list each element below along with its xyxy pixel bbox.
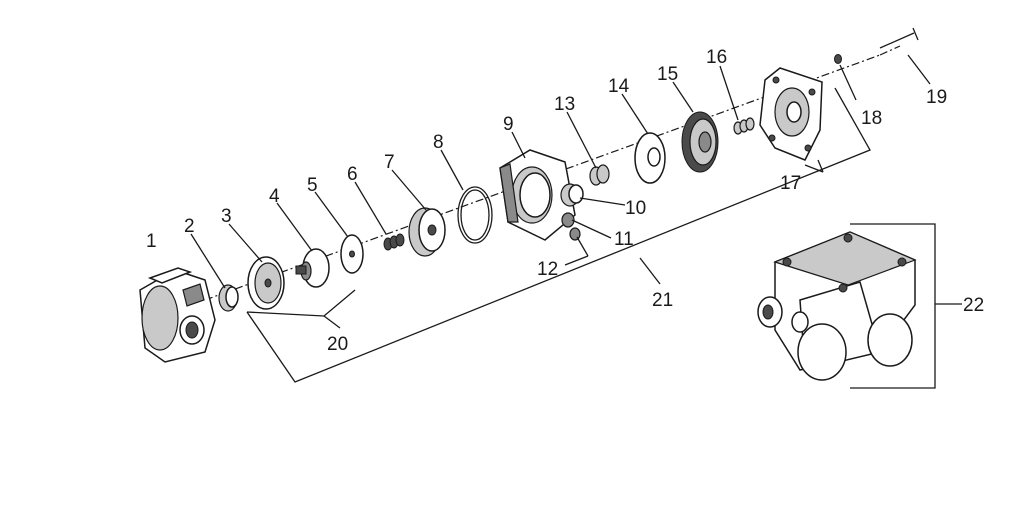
label-9: 9 bbox=[503, 114, 514, 135]
label-22: 22 bbox=[963, 295, 984, 316]
part-19-pin bbox=[879, 27, 919, 49]
label-6: 6 bbox=[347, 164, 358, 185]
label-20: 20 bbox=[327, 334, 348, 355]
label-13: 13 bbox=[554, 94, 575, 115]
label-14: 14 bbox=[608, 76, 630, 97]
part-18-washer bbox=[834, 54, 842, 64]
label-2: 2 bbox=[184, 216, 195, 237]
part-4-piston bbox=[295, 248, 330, 288]
label-17: 17 bbox=[780, 173, 801, 194]
leader-lines bbox=[190, 54, 962, 389]
label-15: 15 bbox=[657, 64, 678, 85]
part-13-threaded-nut bbox=[589, 164, 610, 186]
part-8-o-ring bbox=[457, 186, 493, 244]
part-10-port bbox=[560, 183, 584, 207]
label-10: 10 bbox=[625, 198, 646, 219]
label-4: 4 bbox=[269, 186, 280, 207]
part-9-housing bbox=[499, 149, 576, 241]
part-17-cover bbox=[759, 67, 823, 161]
label-18: 18 bbox=[861, 108, 882, 129]
label-7: 7 bbox=[384, 152, 395, 173]
part-5-diaphragm bbox=[340, 234, 364, 274]
part-12-bottom-fitting bbox=[569, 227, 581, 241]
label-21: 21 bbox=[652, 290, 673, 311]
part-6-spring bbox=[383, 233, 405, 251]
part-14-disc bbox=[634, 132, 666, 184]
label-11: 11 bbox=[614, 229, 634, 250]
part-3-disc bbox=[247, 256, 285, 310]
label-5: 5 bbox=[307, 175, 318, 196]
part-15-diaphragm bbox=[681, 111, 719, 173]
label-1: 1 bbox=[146, 231, 157, 252]
part-11-fitting bbox=[561, 212, 575, 228]
label-3: 3 bbox=[221, 206, 232, 227]
part-1-valve-body bbox=[139, 267, 216, 363]
part-16-spring bbox=[733, 117, 755, 135]
part-7-cap bbox=[408, 207, 446, 257]
label-8: 8 bbox=[433, 132, 444, 153]
part-2-nut bbox=[218, 284, 239, 312]
part-22-assembled-valve bbox=[757, 231, 917, 381]
label-16: 16 bbox=[706, 47, 727, 68]
label-19: 19 bbox=[926, 87, 947, 108]
label-12: 12 bbox=[537, 259, 558, 280]
